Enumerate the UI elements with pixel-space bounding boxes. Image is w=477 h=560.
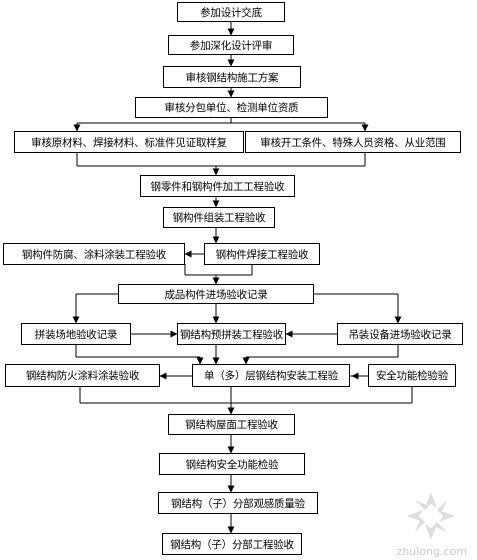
node-material-sampling: 审核原材料、焊接材料、标准件见证取样复 xyxy=(14,131,244,153)
node-roof-acceptance: 钢结构屋面工程验收 xyxy=(168,414,295,435)
node-pre-assembly-acceptance: 钢结构预拼装工程验收 xyxy=(177,323,286,345)
node-installation-acceptance: 单（多）层钢结构安装工程验 xyxy=(192,364,350,387)
node-anticorrosion-coating: 钢构件防腐、涂料涂装工程验收 xyxy=(3,243,185,265)
node-steel-safety-check: 钢结构安全功能检验 xyxy=(159,453,305,475)
watermark-text: zhulong.com xyxy=(396,545,467,558)
node-fireproof-coating: 钢结构防火涂料涂装验收 xyxy=(5,364,160,387)
node-detail-design-review: 参加深化设计评审 xyxy=(168,35,294,55)
node-design-disclosure: 参加设计交底 xyxy=(177,2,285,22)
node-subcontractor-qualification: 审核分包单位、检测单位资质 xyxy=(135,97,328,118)
node-steel-construction-plan: 审核钢结构施工方案 xyxy=(163,66,301,88)
node-component-assembly: 钢构件组装工程验收 xyxy=(163,207,275,228)
node-safety-function-check: 安全功能检验验 xyxy=(368,364,456,387)
watermark-logo-icon xyxy=(407,492,455,540)
node-start-conditions: 审核开工条件、特殊人员资格、从业范围 xyxy=(245,131,461,153)
node-assembly-site-record: 拼装场地验收记录 xyxy=(21,323,131,345)
node-lifting-equipment-record: 吊装设备进场验收记录 xyxy=(337,323,463,345)
node-sub-appearance-quality: 钢结构（子）分部观感质量验 xyxy=(158,492,318,514)
node-component-entry-record: 成品构件进场验收记录 xyxy=(118,284,314,304)
node-component-processing: 钢零件和钢构件加工工程验收 xyxy=(140,175,295,197)
node-welding-acceptance: 钢构件焊接工程验收 xyxy=(204,243,320,265)
node-sub-project-acceptance: 钢结构（子）分部工程验收 xyxy=(162,533,302,555)
